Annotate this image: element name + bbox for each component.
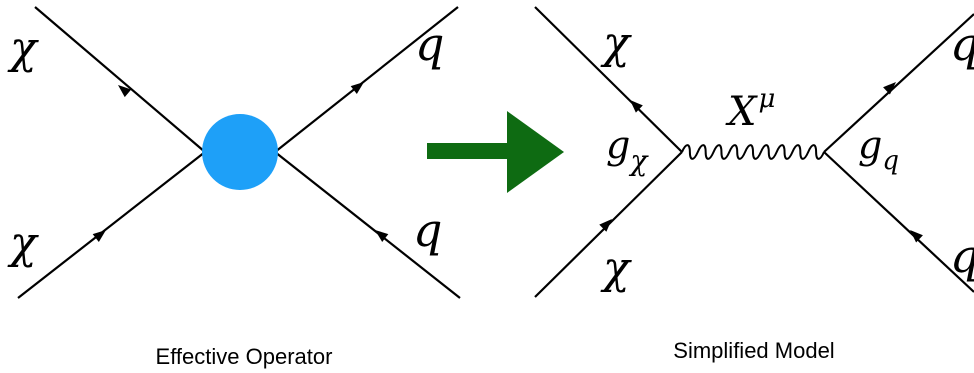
effective-top-right-arrow-icon bbox=[350, 82, 364, 94]
effective-bottom-right-arrow-icon bbox=[375, 230, 389, 242]
simplified-model-panel: χ χ q q Xμ gχ gq Simplified Model bbox=[534, 6, 974, 363]
effective-top-right-line bbox=[274, 6, 459, 153]
simplified-bottom-right-line bbox=[823, 151, 974, 293]
effective-caption: Effective Operator bbox=[156, 344, 333, 369]
coupling-chi-label: gχ bbox=[606, 123, 649, 177]
simplified-caption: Simplified Model bbox=[673, 338, 834, 363]
coupling-chi-base: g bbox=[606, 123, 630, 167]
mediator-base: X bbox=[725, 89, 758, 135]
effective-bottom-right-line bbox=[274, 151, 461, 299]
coupling-q-label: gq bbox=[858, 123, 899, 176]
transition-arrow bbox=[427, 111, 564, 193]
simplified-bottom-right-arrow-icon bbox=[910, 230, 923, 243]
simplified-bottom-left-arrow-icon bbox=[599, 219, 612, 232]
effective-vertex-blob bbox=[202, 114, 278, 190]
simplified-top-right-line bbox=[823, 13, 974, 153]
mediator-label: Xμ bbox=[725, 84, 775, 135]
simplified-top-left-arrow-icon bbox=[630, 100, 643, 113]
simplified-q-top-label: q bbox=[950, 17, 974, 71]
simplified-chi-bottom-label: χ bbox=[600, 243, 632, 294]
effective-bottom-left-arrow-icon bbox=[92, 230, 106, 242]
mediator-propagator-wave bbox=[681, 144, 825, 160]
effective-q-top-label: q bbox=[415, 17, 444, 71]
transition-arrow-shaft bbox=[427, 143, 509, 159]
effective-bottom-left-line bbox=[17, 151, 206, 299]
simplified-q-bottom-label: q bbox=[950, 229, 974, 283]
effective-top-left-arrow-icon bbox=[118, 85, 132, 98]
transition-arrow-head-icon bbox=[507, 111, 564, 193]
effective-chi-top-label: χ bbox=[7, 23, 39, 74]
simplified-chi-top-label: χ bbox=[600, 18, 632, 69]
mediator-superscript: μ bbox=[758, 84, 775, 114]
coupling-chi-subscript: χ bbox=[628, 144, 649, 177]
simplified-top-right-arrow-icon bbox=[883, 82, 896, 95]
effective-top-left-line bbox=[34, 6, 206, 153]
simplified-top-left-line bbox=[534, 6, 683, 153]
coupling-q-base: g bbox=[858, 123, 882, 167]
coupling-q-subscript: q bbox=[882, 146, 899, 176]
effective-q-bottom-label: q bbox=[413, 203, 442, 257]
effective-operator-panel: χ χ q q Effective Operator bbox=[7, 6, 461, 369]
effective-chi-bottom-label: χ bbox=[7, 218, 39, 269]
